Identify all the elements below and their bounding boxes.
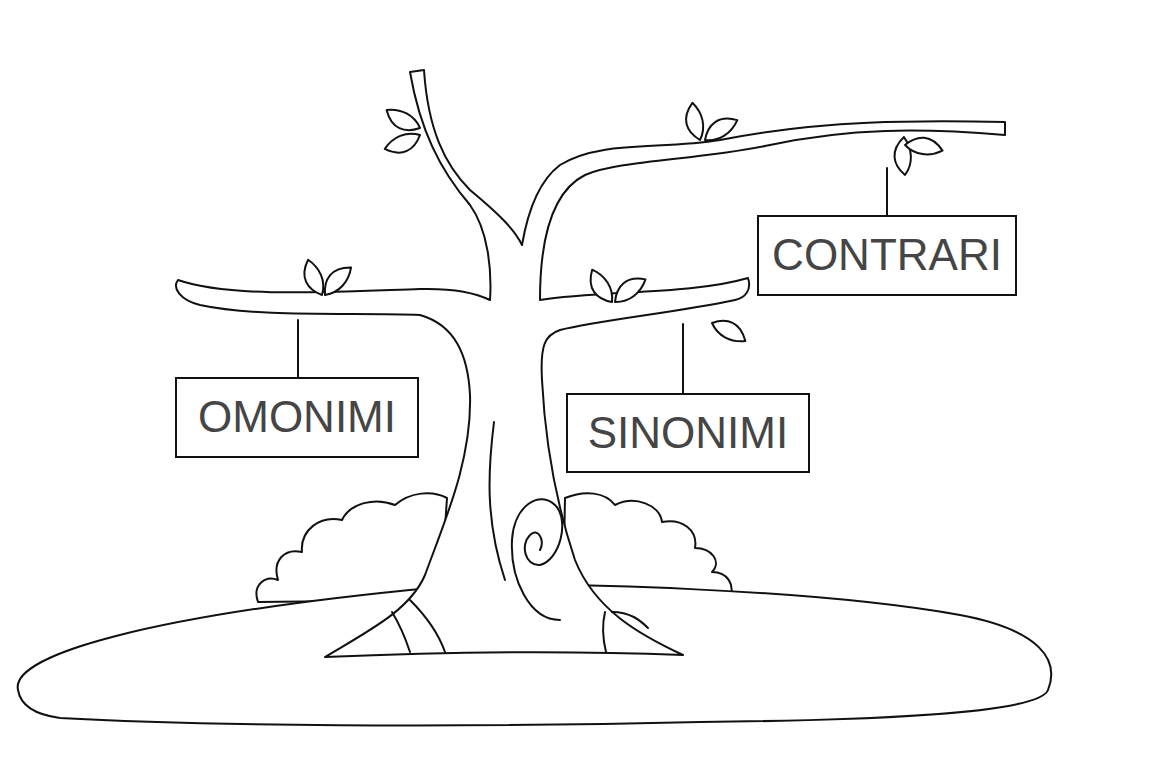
sign-label: SINONIMI (588, 409, 788, 457)
hanging-string (682, 324, 684, 394)
root-lines (603, 612, 648, 652)
sign-board: CONTRARI (757, 215, 1017, 296)
sign-board: OMONIMI (175, 377, 419, 458)
trunk-swirl (512, 499, 562, 620)
sign-label: CONTRARI (772, 231, 1002, 279)
trunk-line (490, 422, 505, 580)
root-lines (392, 600, 445, 652)
hanging-string (297, 320, 299, 378)
tree-trunk (176, 70, 1005, 657)
sign-label: OMONIMI (198, 393, 396, 441)
hanging-string (886, 168, 888, 216)
sign-board: SINONIMI (566, 393, 810, 473)
